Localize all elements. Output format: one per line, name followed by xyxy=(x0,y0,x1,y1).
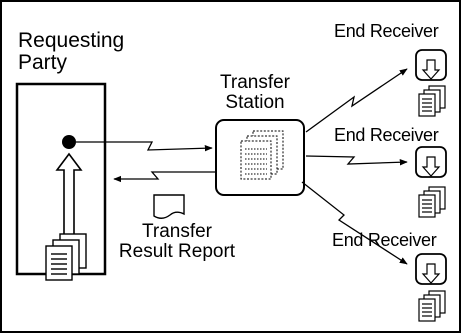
transfer-station-label: Transfer Station xyxy=(215,73,295,113)
requesting-party-label: Requesting Party xyxy=(18,29,125,75)
end-receiver-label-2: End Receiver xyxy=(334,125,439,145)
end-receiver-label-1: End Receiver xyxy=(334,21,439,41)
lightning-arrow-icon-mid xyxy=(305,155,408,166)
fax-machine-icon-1 xyxy=(415,49,447,81)
result-report-label-line2: Result Report xyxy=(118,240,236,262)
receiver-documents-icon-1 xyxy=(418,85,446,117)
end-receiver-label-3: End Receiver xyxy=(332,230,437,250)
requesting-party-label-line1: Requesting xyxy=(18,29,125,52)
lightning-arrow-icon-top xyxy=(305,68,408,133)
report-sheet-icon xyxy=(153,194,185,219)
receiver-documents-icon-2 xyxy=(418,186,446,218)
receiver-documents-icon-3 xyxy=(418,290,446,322)
result-report-label: Transfer Result Report xyxy=(102,222,252,262)
requesting-party-label-line2: Party xyxy=(18,51,68,75)
requesting-party-node xyxy=(62,135,76,149)
send-arrow xyxy=(76,141,213,152)
lightning-arrow-icon-bottom xyxy=(301,181,408,265)
document-stack-icon xyxy=(45,233,87,281)
fax-machine-icon-2 xyxy=(415,146,447,178)
stacked-documents-icon xyxy=(240,130,284,180)
hollow-up-arrow xyxy=(55,152,83,236)
transfer-station-label-line2: Station xyxy=(225,91,285,113)
return-arrow xyxy=(113,171,216,183)
result-report-label-line1: Transfer xyxy=(141,221,213,242)
transfer-station-label-line1: Transfer xyxy=(219,72,291,93)
fax-machine-icon-3 xyxy=(415,253,447,285)
